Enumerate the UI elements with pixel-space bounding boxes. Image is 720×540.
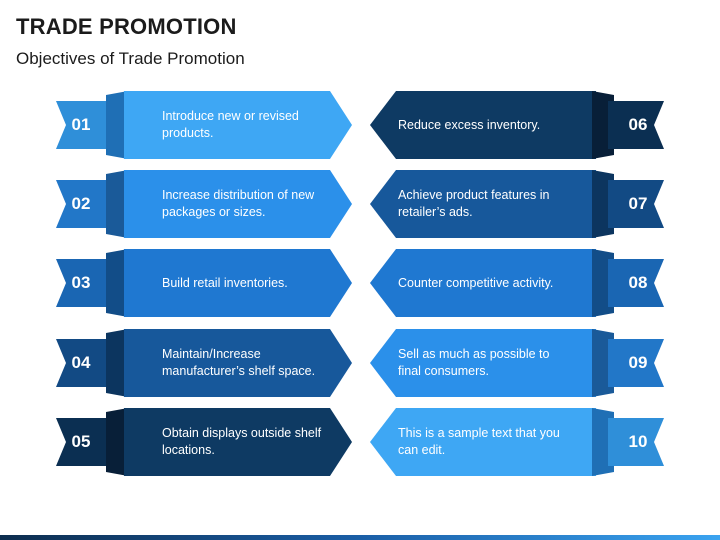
- right-number-tab: [608, 101, 664, 149]
- left-arrow: [124, 91, 352, 159]
- left-number-label: 05: [71, 432, 91, 451]
- left-objective-text: Maintain/Increase manufacturer’s shelf s…: [162, 347, 316, 378]
- left-number-tab: [56, 418, 112, 466]
- right-objective-text: Reduce excess inventory.: [398, 117, 541, 132]
- right-objective-text: This is a sample text that you can edit.: [398, 426, 560, 457]
- left-fold: [106, 91, 128, 159]
- row-shapes: [56, 408, 664, 476]
- right-number-tab: [608, 339, 664, 387]
- left-objective-text: Build retail inventories.: [162, 275, 288, 290]
- page-subtitle: Objectives of Trade Promotion: [16, 49, 245, 68]
- page-title: TRADE PROMOTION: [16, 14, 237, 39]
- left-arrow: [124, 249, 352, 317]
- right-arrow: [370, 249, 596, 317]
- left-number-tab: [56, 180, 112, 228]
- right-arrow: [370, 91, 596, 159]
- objective-row: 04 Maintain/Increase manufacturer’s shelf…: [0, 329, 720, 397]
- right-number-label: 08: [628, 273, 648, 292]
- right-number-tab: [608, 180, 664, 228]
- left-objective-text: Introduce new or revised products.: [162, 109, 299, 140]
- bottom-accent-bar: [0, 535, 720, 540]
- objective-row: 02 Increase distribution of new packages …: [0, 170, 720, 238]
- left-fold: [106, 408, 128, 476]
- right-number-tab: [608, 418, 664, 466]
- right-arrow: [370, 170, 596, 238]
- right-number-label: 06: [628, 115, 648, 134]
- right-number-tab: [608, 259, 664, 307]
- right-objective-text: Achieve product features in retailer’s a…: [398, 188, 550, 219]
- left-arrow: [124, 408, 352, 476]
- left-number-label: 01: [71, 115, 91, 134]
- right-objective-text: Counter competitive activity.: [398, 275, 554, 290]
- row-shapes: [56, 170, 664, 238]
- left-fold: [106, 249, 128, 317]
- left-number-tab: [56, 101, 112, 149]
- row-shapes: [56, 329, 664, 397]
- row-shapes: [56, 249, 664, 317]
- left-number-label: 04: [71, 353, 91, 372]
- right-number-label: 10: [628, 432, 648, 451]
- left-number-label: 03: [71, 273, 91, 292]
- right-arrow: [370, 329, 596, 397]
- left-number-tab: [56, 339, 112, 387]
- right-number-label: 07: [628, 194, 648, 213]
- right-objective-text: Sell as much as possible to final consum…: [398, 347, 550, 378]
- left-objective-text: Obtain displays outside shelf locations.: [162, 426, 322, 457]
- left-arrow: [124, 170, 352, 238]
- left-number-label: 02: [71, 194, 91, 213]
- objective-row: 05 Obtain displays outside shelf location…: [0, 408, 720, 476]
- objective-row: 01 Introduce new or revised products. Redu…: [0, 91, 720, 159]
- left-fold: [106, 329, 128, 397]
- left-arrow: [124, 329, 352, 397]
- right-arrow: [370, 408, 596, 476]
- left-objective-text: Increase distribution of new packages or…: [162, 188, 315, 219]
- right-number-label: 09: [628, 353, 648, 372]
- objective-row: 03 Build retail inventories. Counter compe…: [0, 249, 720, 317]
- left-fold: [106, 170, 128, 238]
- row-shapes: [56, 91, 664, 159]
- left-number-tab: [56, 259, 112, 307]
